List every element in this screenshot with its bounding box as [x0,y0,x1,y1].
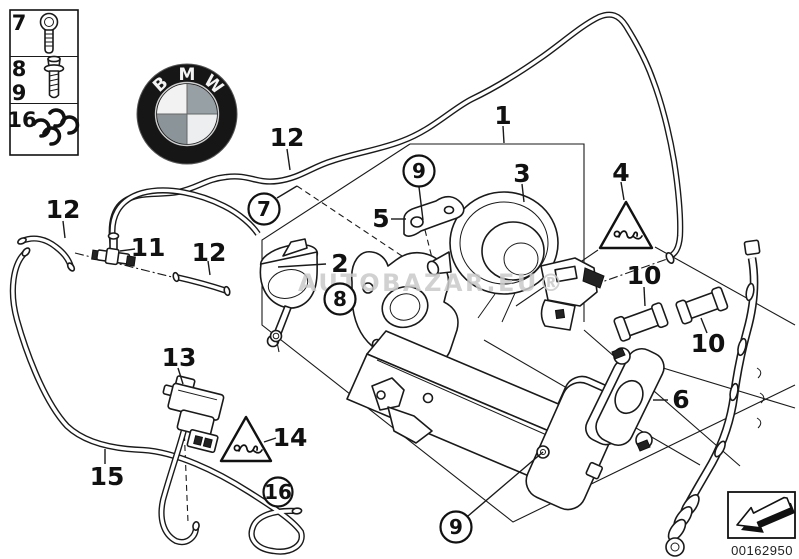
callout-9-bottom-circle[interactable]: 9 [439,510,473,544]
marten-warning-triangle-14 [219,415,273,463]
bracket-drawing [403,195,465,237]
hose-12-left [17,235,76,272]
corrugated-hose [665,239,765,557]
outlet-flange-gasket-drawing [585,347,665,452]
callout-9-top-text[interactable]: 9 [412,159,426,183]
hose-15-long [9,247,305,555]
tee-connector-drawing [91,232,136,267]
callout-14[interactable]: 14 [273,423,308,452]
callout-10-left[interactable]: 10 [627,261,662,290]
callout-8-text[interactable]: 8 [333,287,347,311]
callout-1[interactable]: 1 [494,101,511,130]
callout-4[interactable]: 4 [612,158,629,187]
bushing-right-drawing [675,286,729,325]
callout-8-circle[interactable]: 8 [323,282,357,316]
callout-7-text[interactable]: 7 [257,197,271,221]
callout-12-mid[interactable]: 12 [192,238,227,267]
callout-3[interactable]: 3 [513,159,530,188]
solenoid-hose [158,429,200,546]
bmw-logo: B M W [136,63,238,165]
leader-lines [62,125,708,517]
hose-to-tee [109,187,261,241]
circled-callouts: 7 8 9 9 16 [247,154,473,544]
bolt-icon [43,55,65,99]
clips-icon [32,108,80,146]
callout-7-circle[interactable]: 7 [247,192,281,226]
callout-10-right[interactable]: 10 [691,329,726,358]
callout-12-left[interactable]: 12 [46,195,81,224]
callout-6[interactable]: 6 [672,385,689,414]
callout-2[interactable]: 2 [331,249,348,278]
vacuum-pipe-long-12 [108,11,684,264]
direction-arrow-box [727,491,796,539]
legend-num-16[interactable]: 16 [7,108,36,132]
callout-5[interactable]: 5 [372,204,389,233]
callout-12-top[interactable]: 12 [270,123,305,152]
small-screw-drawing [269,329,283,353]
legend-num-9[interactable]: 9 [12,81,27,105]
bmw-letter-m: M [179,65,196,85]
callout-11[interactable]: 11 [131,233,166,262]
bushing-left-drawing [613,302,669,342]
marten-warning-triangle-4 [598,200,654,250]
callout-15[interactable]: 15 [90,462,125,491]
hose-12-middle [172,271,231,297]
direction-arrow-icon [736,496,795,533]
solenoid-valve-drawing [162,375,225,454]
callout-9-top-circle[interactable]: 9 [402,154,436,188]
callout-9-bottom-text[interactable]: 9 [449,515,463,539]
callout-13[interactable]: 13 [162,343,197,372]
legend-box: 7 8 9 16 [7,9,80,156]
torx-screw-icon [39,12,59,54]
legend-num-7[interactable]: 7 [12,11,27,35]
callout-16-circle[interactable]: 16 [262,476,294,508]
legend-num-8[interactable]: 8 [12,57,27,81]
part-number: 00162950 [731,543,793,558]
callout-labels: 1 2 3 4 5 6 10 10 11 12 12 12 13 14 15 [46,101,726,491]
egr-valve-drawing [426,191,605,331]
callout-16-text[interactable]: 16 [264,480,292,504]
